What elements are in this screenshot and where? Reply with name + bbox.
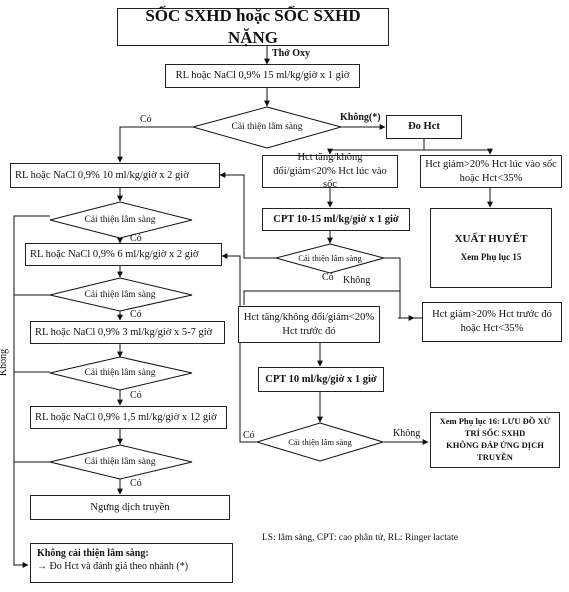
xuat-huyet-box: XUẤT HUYẾT Xem Phụ lục 15: [430, 208, 552, 288]
hct-giam-box: Hct giảm>20% Hct lúc vào sốc hoặc Hct<35…: [420, 155, 562, 188]
decision-diamond-7: [255, 422, 385, 462]
rl6-box: RL hoặc NaCl 0,9% 6 ml/kg/giờ x 2 giờ: [25, 243, 222, 266]
khong-label-7: Không: [393, 428, 421, 439]
phu-luc-16-line3: KHÔNG ĐÁP ỨNG DỊCH TRUYỀN: [446, 440, 544, 462]
ngung-box: Ngưng dịch truyền: [30, 495, 230, 520]
decision-diamond-2: [49, 201, 193, 239]
khong-cai-thien-box: Không cải thiện lâm sàng: → Đo Hct và đá…: [30, 543, 233, 583]
decision-diamond-1: [191, 106, 343, 149]
oxy-label: Thở Oxy: [272, 48, 311, 59]
phu-luc-16-line1: Xem Phụ lục 16: LƯU ĐỒ XỬ: [439, 416, 551, 427]
hct-giam2-box: Hct giảm>20% Hct trước đó hoặc Hct<35%: [422, 302, 562, 342]
footer-legend: LS: lâm sàng, CPT: cao phân tử, RL: Ring…: [262, 533, 458, 543]
cpt1015-box: CPT 10-15 ml/kg/giờ x 1 giờ: [262, 208, 410, 231]
diamond-5-label: Cải thiện lâm sàng: [84, 368, 156, 378]
cpt10-box: CPT 10 ml/kg/giờ x 1 giờ: [258, 367, 384, 392]
diamond-7-label: Cải thiện lâm sàng: [288, 437, 352, 447]
diamond-6-label: Cải thiện lâm sàng: [84, 457, 156, 467]
khong-cai-thien-text: → Đo Hct và đánh giá theo nhánh (*): [37, 561, 189, 572]
co-label-7: Có: [243, 430, 255, 441]
khong-star-label: Không(*): [340, 112, 381, 123]
decision-diamond-6: [49, 444, 193, 480]
phu-luc-16-line2: TRÍ SỐC SXHD: [464, 428, 526, 439]
khong-cai-thien-title: Không cải thiện lâm sàng:: [37, 548, 149, 559]
khong-vertical-label: Không: [0, 348, 10, 377]
co-label-5: Có: [130, 390, 142, 401]
do-hct-box: Đo Hct: [386, 115, 462, 139]
rl3-box: RL hoặc NaCl 0,9% 3 ml/kg/giờ x 5-7 giờ: [30, 321, 225, 344]
co-label-4: Có: [130, 309, 142, 320]
diamond-3-label: Cải thiện lâm sàng: [298, 253, 362, 263]
co-label-2: Có: [130, 233, 142, 244]
co-label-3: Có: [322, 272, 334, 283]
rl15-box: RL hoặc NaCl 0,9% 15 ml/kg/giờ x 1 giờ: [165, 64, 360, 88]
co-label-1: Có: [140, 114, 152, 125]
decision-diamond-3: [274, 243, 386, 274]
rl10-box: RL hoặc NaCl 0,9% 10 ml/kg/giờ x 2 giờ: [10, 163, 220, 188]
xuat-huyet-title: XUẤT HUYẾT: [454, 233, 528, 245]
decision-diamond-5: [49, 356, 193, 391]
diamond-4-label: Cải thiện lâm sàng: [84, 290, 156, 300]
decision-diamond-4: [49, 277, 193, 312]
hct-tang2-box: Hct tăng/không đổi/giảm<20% Hct trước đó: [238, 306, 380, 343]
hct-tang-box: Hct tăng/không đổi/giảm<20% Hct lúc vào …: [262, 152, 398, 190]
diamond-2-label: Cải thiện lâm sàng: [84, 215, 156, 225]
rl1-5-box: RL hoặc NaCl 0,9% 1,5 ml/kg/giờ x 12 giờ: [30, 406, 227, 429]
xuat-huyet-sub: Xem Phụ lục 15: [460, 252, 522, 263]
khong-label-3: Không: [343, 275, 371, 286]
co-label-6: Có: [130, 478, 142, 489]
phu-luc-16-box: Xem Phụ lục 16: LƯU ĐỒ XỬ TRÍ SỐC SXHD K…: [430, 412, 560, 468]
title-box: SỐC SXHD hoặc SỐC SXHD NẶNG: [117, 6, 389, 47]
diamond-1-label: Cải thiện lâm sàng: [231, 122, 303, 132]
